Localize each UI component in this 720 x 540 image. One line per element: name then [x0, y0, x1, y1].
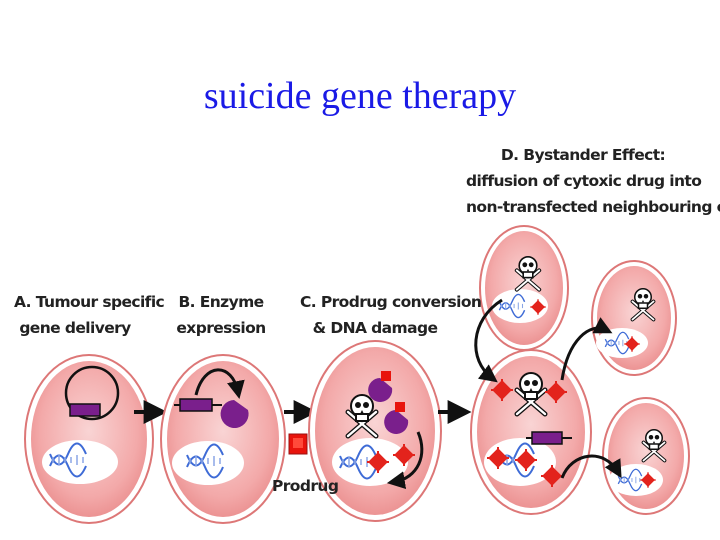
label-a: A. Tumour specific gene delivery: [14, 289, 165, 341]
cell-c: [308, 340, 442, 522]
enzyme-icon: [384, 410, 409, 434]
curved-arrow-icon: [560, 454, 622, 479]
gene-icon: [174, 398, 222, 412]
label-c-line2: & DNA damage: [312, 319, 438, 337]
prodrug-square-icon: [288, 433, 308, 455]
curved-arrow-icon: [194, 368, 245, 400]
label-prodrug: Prodrug: [272, 477, 339, 495]
curved-arrow-icon: [474, 298, 503, 383]
label-d: D. Bystander Effect: diffusion of cytoxi…: [466, 142, 720, 220]
label-d-line1: D. Bystander Effect:: [500, 146, 666, 164]
prodrug-square-icon: [395, 402, 405, 412]
label-b-line1: B. Enzyme: [178, 293, 264, 311]
prodrug-square-icon: [381, 371, 391, 381]
cell-d-main: [470, 349, 592, 515]
cell-d-right-top: [591, 260, 677, 376]
curved-arrow-icon: [560, 317, 613, 381]
cell-d-top: [479, 225, 569, 351]
label-c: C. Prodrug conversion & DNA damage: [300, 289, 482, 341]
plasmid-icon: [64, 365, 120, 421]
enzyme-icon: [220, 400, 249, 428]
nucleus: [596, 328, 648, 358]
label-b: B. Enzyme expression: [162, 289, 280, 341]
curved-arrow-icon: [386, 431, 424, 490]
label-a-line1: A. Tumour specific: [14, 293, 165, 311]
gene-icon: [526, 431, 572, 445]
slide-title: suicide gene therapy: [203, 75, 517, 117]
nucleus: [492, 289, 548, 323]
cell-b: [160, 354, 286, 524]
label-a-line2: gene delivery: [19, 319, 131, 337]
enzyme-icon: [368, 378, 393, 402]
nucleus: [42, 440, 118, 484]
cell-a: [24, 354, 154, 524]
label-b-line2: expression: [176, 319, 266, 337]
label-d-line3: non-transfected neighbouring cells: [466, 198, 720, 216]
label-d-line2: diffusion of cytoxic drug into: [466, 172, 702, 190]
label-c-line1: C. Prodrug conversion: [300, 293, 482, 311]
cell-d-right-bottom: [602, 397, 690, 515]
